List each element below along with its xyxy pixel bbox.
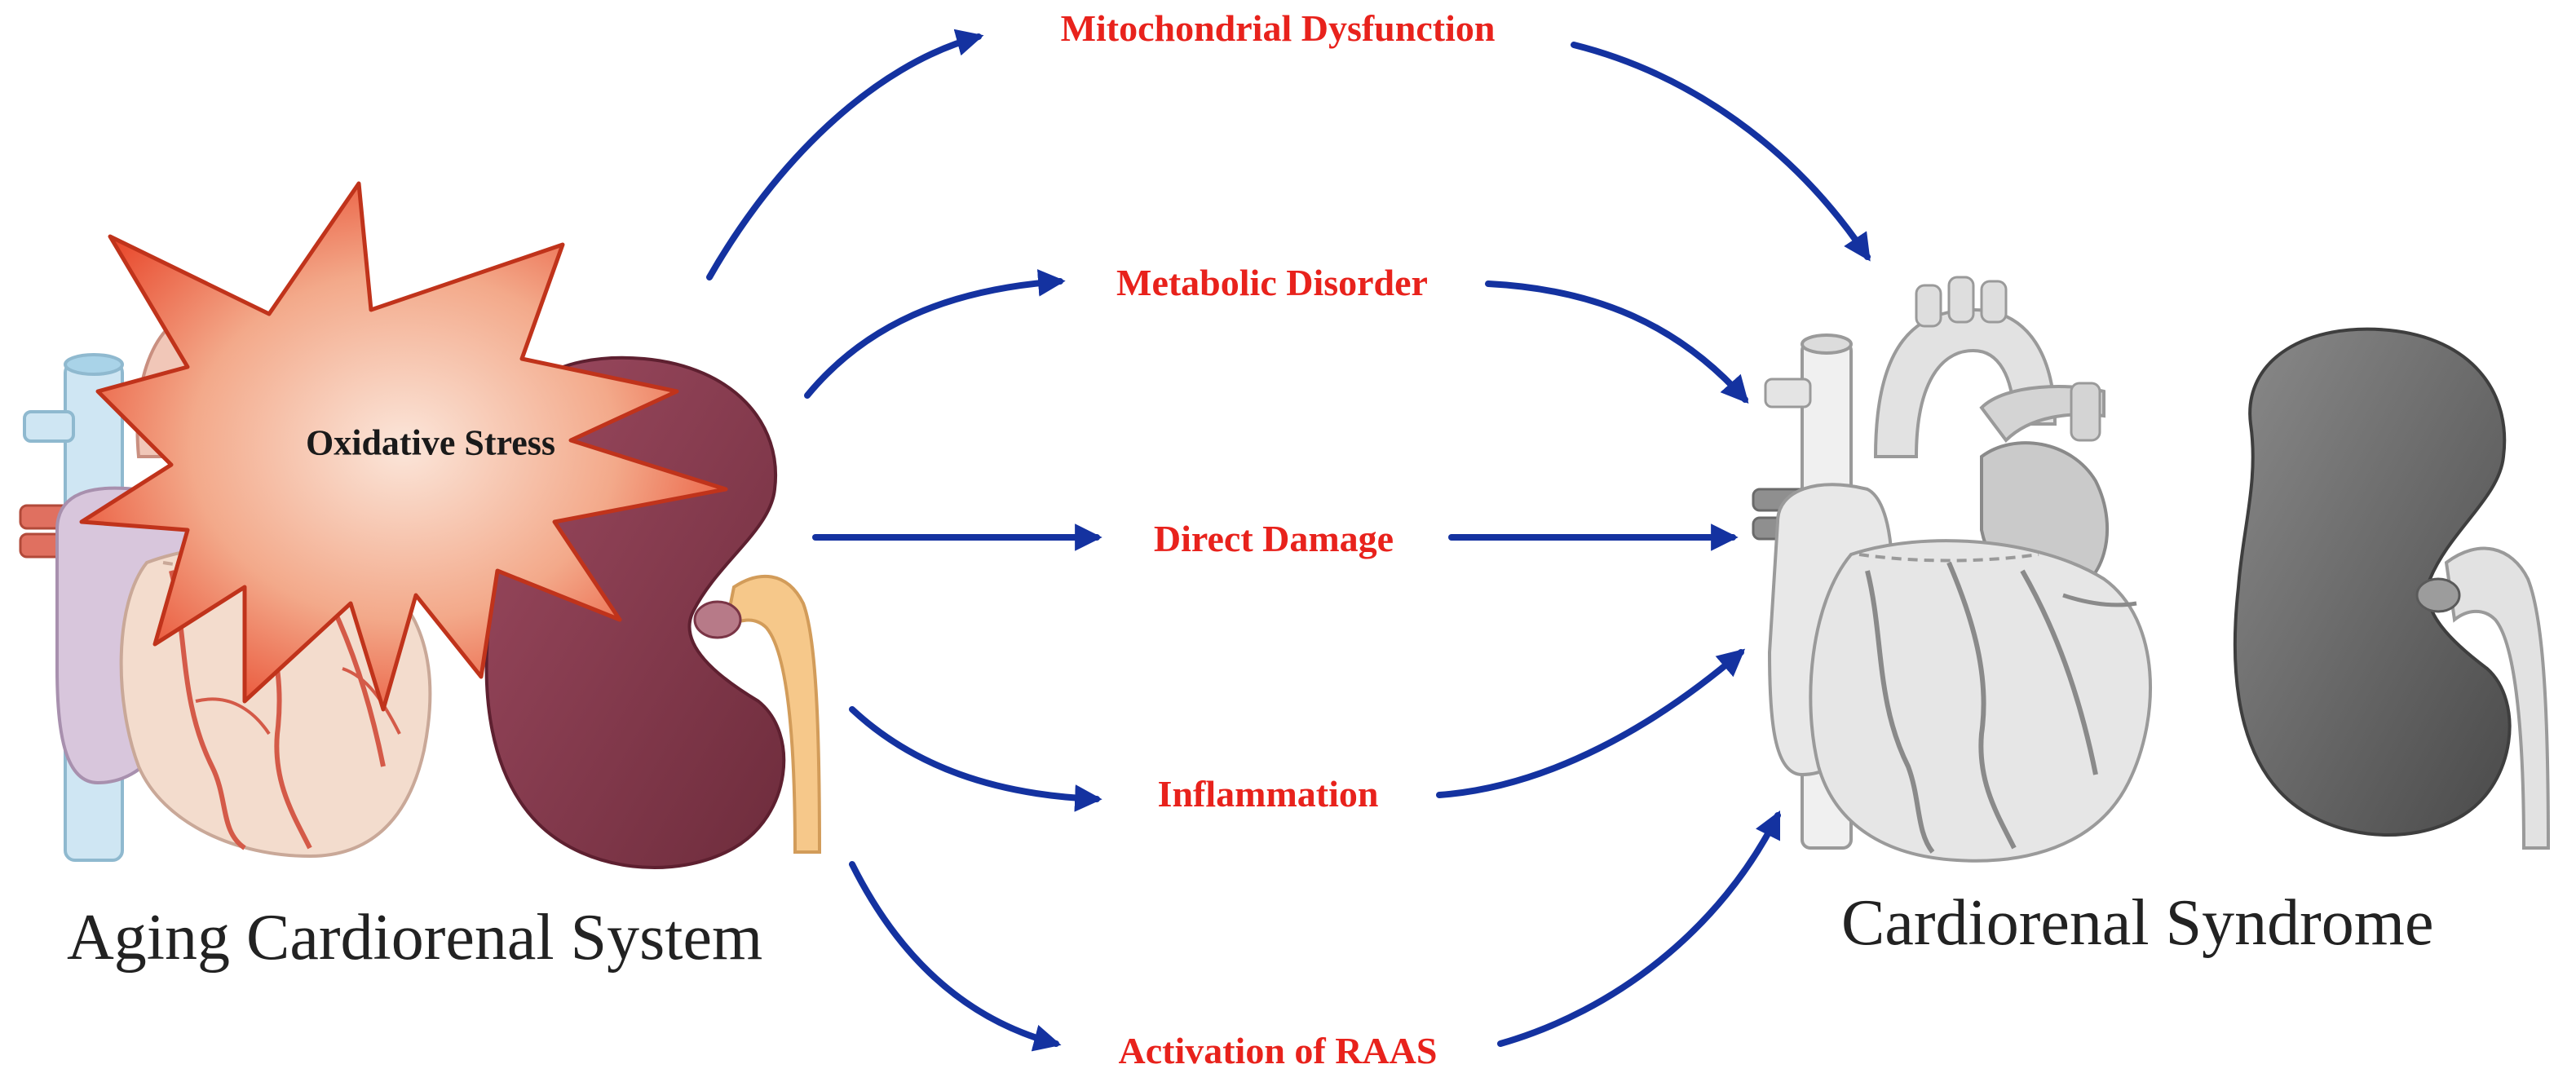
arrow-from-mitochondrial (1571, 42, 1871, 262)
arrow-to-mitochondrial (706, 29, 984, 280)
arrow-from-metabolic (1485, 280, 1749, 404)
mechanism-label-direct-damage: Direct Damage (1153, 518, 1394, 559)
arrows (706, 29, 1871, 1052)
mechanism-label-inflammation: Inflammation (1157, 773, 1379, 815)
arrow-to-inflammation (849, 706, 1102, 812)
arrow-from-raas (1497, 810, 1781, 1047)
left-system-label: Aging Cardiorenal System (67, 902, 763, 974)
mechanism-label-raas: Activation of RAAS (1118, 1030, 1438, 1071)
mechanism-label-mitochondrial: Mitochondrial Dysfunction (1060, 7, 1496, 49)
syndrome-kidney-icon (2233, 327, 2551, 850)
arrow-to-raas (849, 861, 1062, 1052)
starburst-icon (79, 181, 728, 712)
arrow-from-inflammation (1436, 648, 1746, 798)
oxidative-stress-label: Oxidative Stress (306, 422, 555, 463)
arrow-to-metabolic (804, 269, 1066, 399)
right-system-label: Cardiorenal Syndrome (1841, 887, 2434, 959)
syndrome-heart-icon (1752, 276, 2152, 863)
mechanism-label-metabolic: Metabolic Disorder (1116, 262, 1428, 303)
